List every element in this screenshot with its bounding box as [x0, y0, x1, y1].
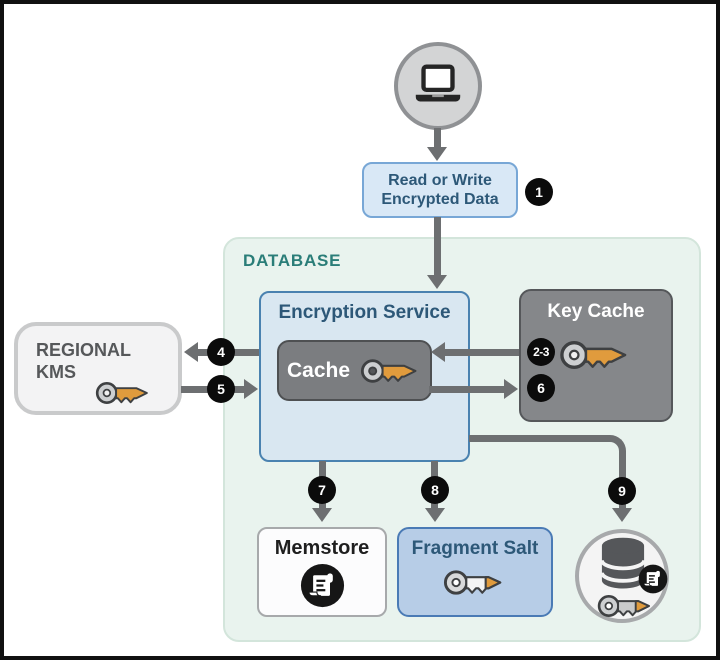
- step-badge-4: 4: [207, 338, 235, 366]
- step-badge-7: 7: [308, 476, 336, 504]
- arrowhead-to-fragment-salt: [425, 508, 445, 522]
- arrowhead-to-datastore: [612, 508, 632, 522]
- arrowhead-to-key-cache: [504, 379, 518, 399]
- arrow-readwrite-to-encryption-service: [434, 217, 441, 276]
- laptop-icon: [415, 64, 461, 102]
- scroll-icon: [300, 563, 344, 608]
- fragment-salt-label: Fragment Salt: [411, 538, 539, 559]
- key-icon: [360, 358, 417, 383]
- key-icon: [560, 341, 627, 369]
- read-or-write-label-line1: Read or Write: [388, 172, 492, 189]
- key-icon: [443, 570, 502, 595]
- arrowhead-readwrite-to-encryption-service: [427, 275, 447, 289]
- arrow-key-cache-to-cache: [444, 348, 519, 356]
- arrow-encryption-service-to-datastore: [469, 435, 626, 509]
- arrowhead-to-memstore: [312, 508, 332, 522]
- database-label: DATABASE: [243, 251, 342, 270]
- arrowhead-client-to-readwrite: [427, 147, 447, 161]
- arrowhead-to-encryption-service: [244, 379, 258, 399]
- step-badge-1: 1: [525, 178, 553, 206]
- read-or-write-node: Read or Write Encrypted Data: [362, 162, 518, 218]
- datastore-node: [575, 529, 669, 623]
- arrowhead-to-cache: [431, 342, 445, 362]
- encryption-service-label: Encryption Service: [278, 302, 451, 323]
- arrow-cache-to-key-cache: [429, 385, 505, 393]
- memstore-label: Memstore: [274, 537, 370, 559]
- cache-label: Cache: [286, 358, 351, 382]
- client-device-node: [394, 42, 482, 130]
- arrow-client-to-readwrite: [434, 128, 441, 149]
- regional-kms-node: REGIONAL KMS: [14, 322, 182, 415]
- step-badge-9: 9: [608, 477, 636, 505]
- step-badge-8: 8: [421, 476, 449, 504]
- fragment-salt-node: Fragment Salt: [397, 527, 553, 617]
- key-icon: [597, 594, 650, 618]
- read-or-write-label-line2: Encrypted Data: [381, 191, 499, 208]
- memstore-node: Memstore: [257, 527, 387, 617]
- step-badge-5: 5: [207, 375, 235, 403]
- regional-kms-label: REGIONAL KMS: [36, 339, 131, 383]
- key-cache-label: Key Cache: [547, 301, 645, 322]
- arrowhead-to-regional-kms: [184, 342, 198, 362]
- database-cylinder-icon: [600, 537, 646, 589]
- scroll-icon: [638, 564, 668, 594]
- regional-kms-label-line2: KMS: [36, 362, 76, 382]
- step-badge-2-3: 2-3: [527, 338, 555, 366]
- key-icon: [95, 382, 148, 404]
- regional-kms-label-line1: REGIONAL: [36, 340, 132, 360]
- cache-node: Cache: [277, 340, 432, 401]
- encryption-service-node: Encryption Service Cache: [259, 291, 470, 462]
- step-badge-6: 6: [527, 374, 555, 402]
